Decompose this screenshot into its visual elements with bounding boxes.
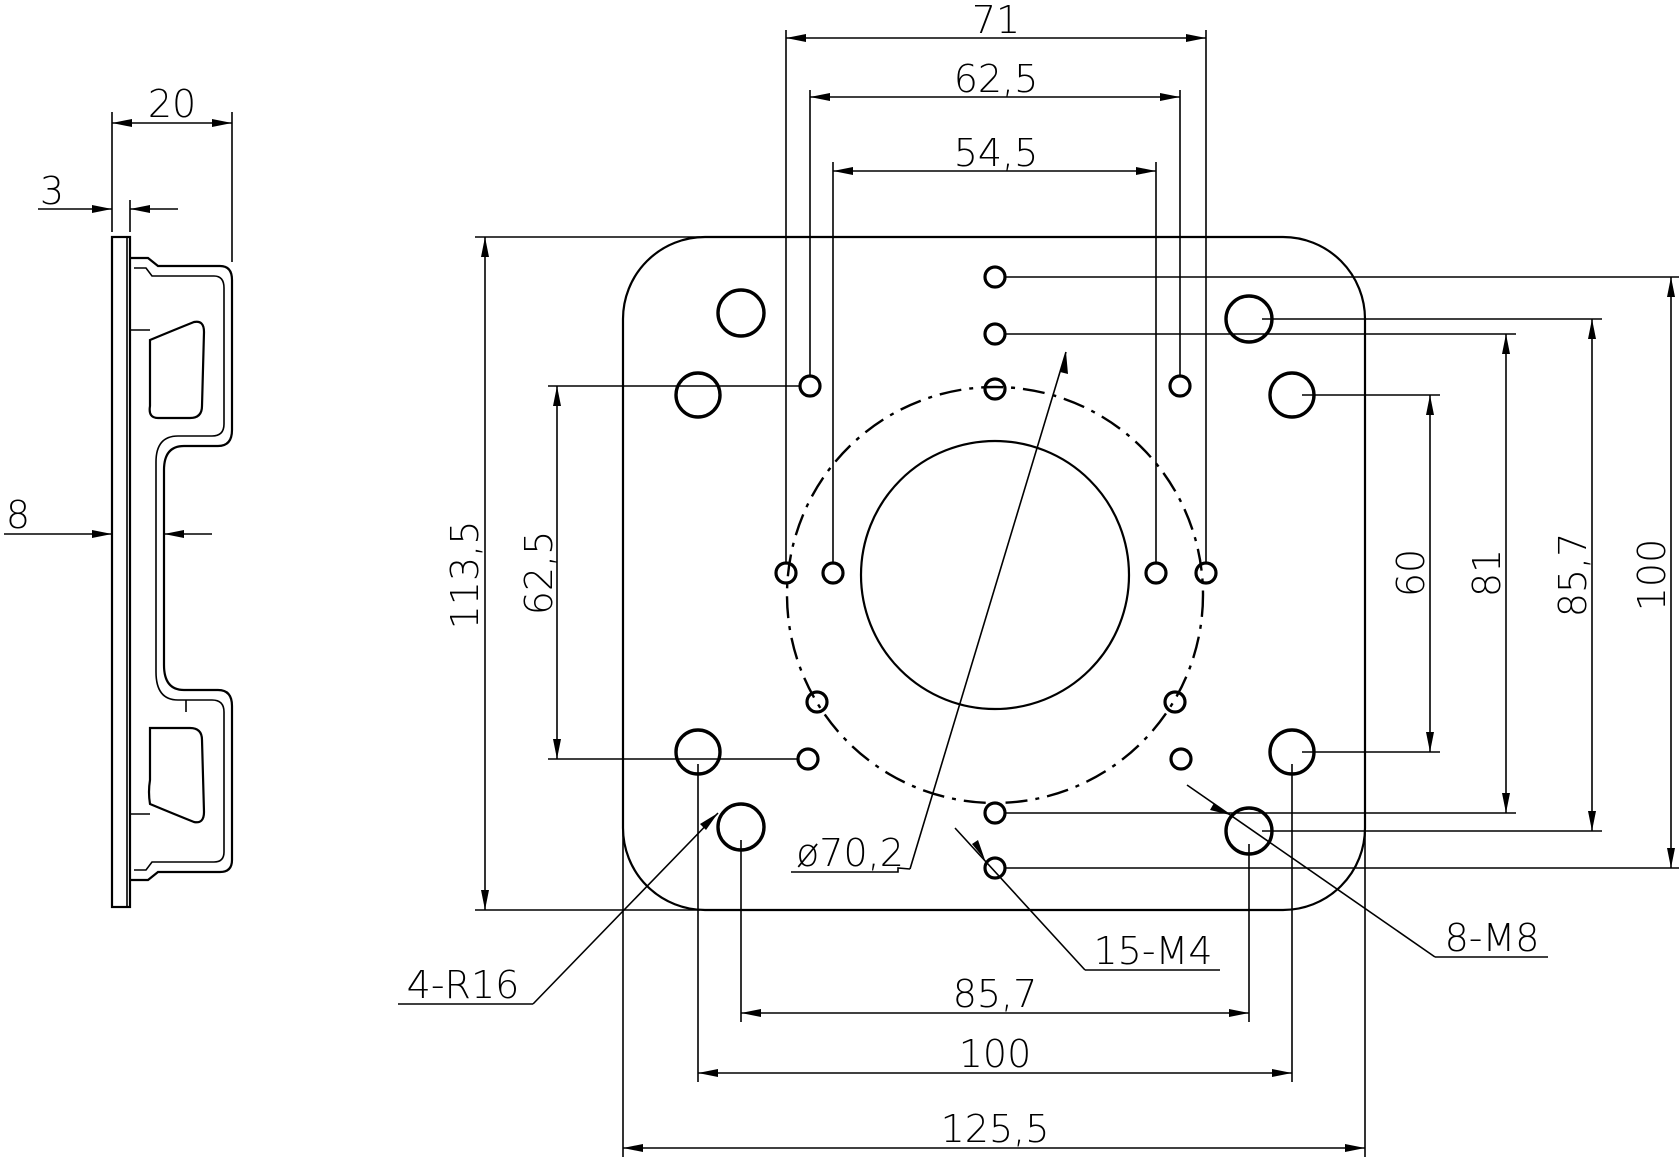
m4-holes bbox=[774, 265, 1218, 880]
dim-right-85-7: 85,7 bbox=[1551, 533, 1595, 618]
side-view: 20 3 8 bbox=[4, 82, 234, 909]
label-diameter: ø70,2 bbox=[796, 831, 904, 875]
m4-hole bbox=[796, 747, 820, 771]
dim-right-100: 100 bbox=[1630, 539, 1674, 612]
m8-hole bbox=[674, 371, 722, 419]
m4-hole bbox=[983, 801, 1007, 825]
m4-hole bbox=[774, 561, 798, 585]
m4-hole bbox=[1144, 561, 1168, 585]
dim-bottom-125-5: 125,5 bbox=[941, 1107, 1050, 1151]
label-corner-radius: 4-R16 bbox=[407, 963, 520, 1007]
dim-side-width: 20 bbox=[148, 82, 196, 126]
m8-holes bbox=[674, 288, 1316, 856]
m4-hole bbox=[821, 561, 845, 585]
m4-hole bbox=[983, 265, 1007, 289]
plate-outline bbox=[621, 235, 1367, 912]
center-bore bbox=[859, 439, 1131, 711]
m4-hole bbox=[798, 374, 822, 398]
m4-hole bbox=[1194, 561, 1218, 585]
label-m4: 15-M4 bbox=[1093, 929, 1212, 973]
dim-top-62-5: 62,5 bbox=[954, 57, 1039, 101]
label-m8: 8-M8 bbox=[1445, 916, 1540, 960]
side-lower-pocket bbox=[147, 726, 206, 824]
dim-top-71: 71 bbox=[972, 0, 1020, 42]
dim-bottom-85-7: 85,7 bbox=[953, 972, 1038, 1016]
m4-hole bbox=[983, 322, 1007, 346]
m4-hole bbox=[1163, 690, 1187, 714]
dim-right-81: 81 bbox=[1465, 549, 1509, 597]
dim-bottom-100: 100 bbox=[959, 1032, 1032, 1076]
dim-right-60: 60 bbox=[1389, 549, 1433, 597]
side-upper-pocket bbox=[148, 320, 206, 420]
side-base-plate bbox=[110, 235, 132, 909]
m4-hole bbox=[1169, 747, 1193, 771]
m4-hole bbox=[1168, 374, 1192, 398]
side-body-outline bbox=[130, 256, 234, 882]
m4-hole bbox=[983, 856, 1007, 880]
m4-hole bbox=[805, 690, 829, 714]
dim-height-113-5: 113,5 bbox=[443, 521, 487, 630]
m4-hole bbox=[983, 377, 1007, 401]
plate-view: 71 62,5 54,5 113,5 62,5 bbox=[398, 0, 1679, 1157]
dim-side-flange: 3 bbox=[40, 169, 64, 213]
dim-left-62-5: 62,5 bbox=[517, 531, 561, 616]
dim-top-54-5: 54,5 bbox=[954, 131, 1039, 175]
dim-side-thickness: 8 bbox=[6, 493, 30, 537]
m8-hole bbox=[716, 288, 766, 338]
bolt-circle bbox=[785, 385, 1205, 805]
